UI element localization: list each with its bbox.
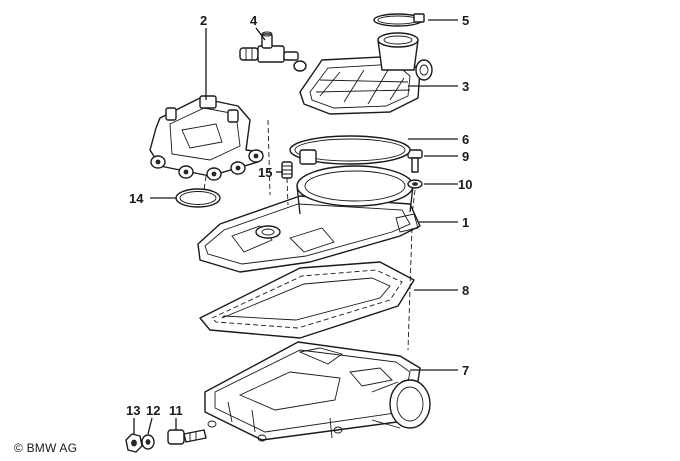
- callout-3: 3: [462, 79, 469, 94]
- callout-8: 8: [462, 283, 469, 298]
- part-distributor-head: [149, 95, 264, 181]
- part-hex-nut: [125, 433, 143, 453]
- assembly-guide-lines: [203, 119, 416, 351]
- callout-5: 5: [462, 13, 469, 28]
- part-connector-fitting: [239, 31, 307, 72]
- copyright-notice: © BMW AG: [14, 441, 78, 455]
- callout-12: 12: [146, 403, 160, 418]
- part-stud-screw: [167, 429, 207, 445]
- part-clamp-ring: [289, 135, 411, 165]
- callout-13: 13: [126, 403, 140, 418]
- callout-2: 2: [200, 13, 207, 28]
- part-washer-small: [141, 434, 155, 450]
- part-hose-clamp: [373, 13, 425, 27]
- callout-7: 7: [462, 363, 469, 378]
- callout-9: 9: [462, 149, 469, 164]
- callout-1: 1: [462, 215, 469, 230]
- part-o-ring: [175, 188, 221, 208]
- callout-10: 10: [458, 177, 472, 192]
- callout-14: 14: [129, 191, 144, 206]
- leader-lines: [133, 19, 458, 435]
- callout-15: 15: [258, 165, 272, 180]
- part-plug: [281, 161, 293, 179]
- callout-11: 11: [169, 403, 183, 418]
- part-gasket: [199, 261, 415, 339]
- callout-6: 6: [462, 132, 469, 147]
- part-bolt: [407, 149, 423, 173]
- callout-4: 4: [250, 13, 258, 28]
- part-main-body: [197, 165, 421, 273]
- part-lower-housing: [204, 341, 431, 442]
- part-washer: [407, 179, 423, 189]
- part-upper-cover: [299, 32, 433, 115]
